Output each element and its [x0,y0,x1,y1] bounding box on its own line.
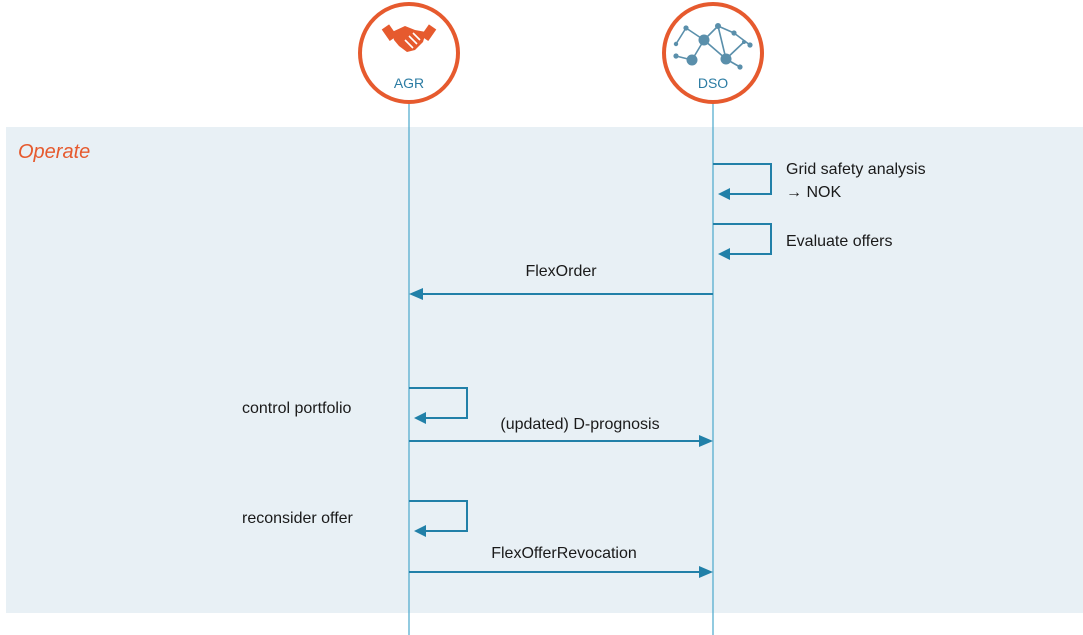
agr-label: AGR [394,75,424,91]
grid-safety-analysis-label: Grid safety analysis [786,161,926,178]
network-graph-icon [673,23,753,70]
handshake-icon [381,24,437,52]
arrow-message-d-prognosis: (updated) D-prognosis [409,416,713,447]
flexorder-label: FlexOrder [525,263,597,280]
nok-result-label: → NOK [786,184,841,201]
arrow-message-flexoffer-revocation: FlexOfferRevocation [409,545,713,578]
actor-agr: AGR [358,2,460,104]
operate-phase-area [6,127,1083,613]
self-message-reconsider-offer: reconsider offer [242,500,468,537]
actor-dso: DSO [662,2,764,104]
control-portfolio-label: control portfolio [242,400,351,417]
evaluate-offers-label: Evaluate offers [786,233,892,250]
phase-label-operate: Operate [18,141,90,163]
arrow-message-flexorder: FlexOrder [409,263,713,300]
flexoffer-revocation-label: FlexOfferRevocation [491,545,637,562]
self-message-grid-safety-analysis: Grid safety analysis → NOK [713,161,926,201]
self-message-control-portfolio: control portfolio [242,387,468,424]
self-message-evaluate-offers: Evaluate offers [713,223,892,260]
reconsider-offer-label: reconsider offer [242,510,354,527]
d-prognosis-label: (updated) D-prognosis [500,416,659,433]
dso-label: DSO [698,75,728,91]
